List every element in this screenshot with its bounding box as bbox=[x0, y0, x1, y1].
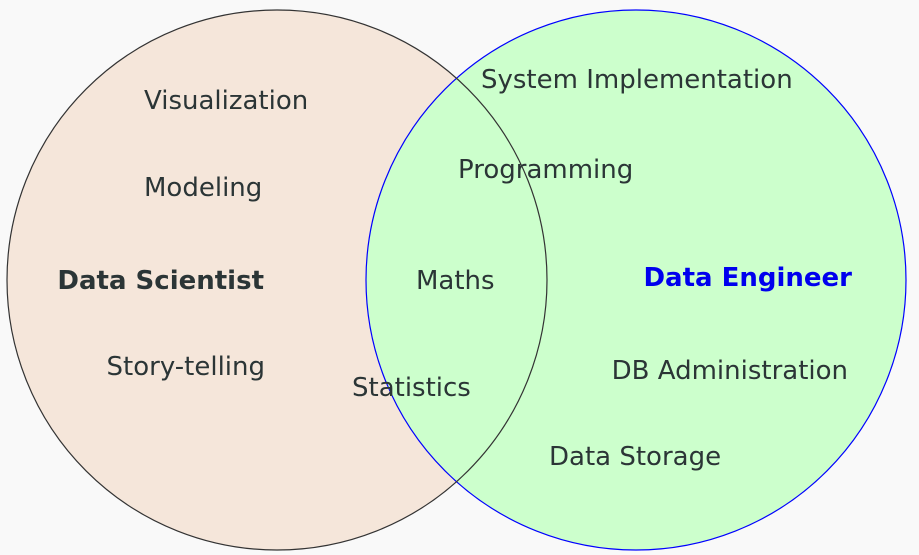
left-set-title: Data Scientist bbox=[57, 266, 264, 296]
left-item-modeling: Modeling bbox=[144, 173, 262, 203]
right-item-db-administration: DB Administration bbox=[612, 356, 848, 386]
data-scientist-circle-outline bbox=[6, 9, 548, 551]
left-item-story-telling: Story-telling bbox=[107, 352, 265, 382]
overlap-item-statistics: Statistics bbox=[352, 373, 471, 403]
overlap-item-maths: Maths bbox=[416, 266, 495, 296]
data-engineer-circle bbox=[365, 9, 907, 551]
left-item-visualization: Visualization bbox=[144, 86, 308, 116]
overlap-item-programming: Programming bbox=[458, 155, 633, 185]
right-item-data-storage: Data Storage bbox=[549, 442, 721, 472]
right-item-system-implementation: System Implementation bbox=[481, 65, 793, 95]
right-set-title: Data Engineer bbox=[643, 263, 852, 293]
